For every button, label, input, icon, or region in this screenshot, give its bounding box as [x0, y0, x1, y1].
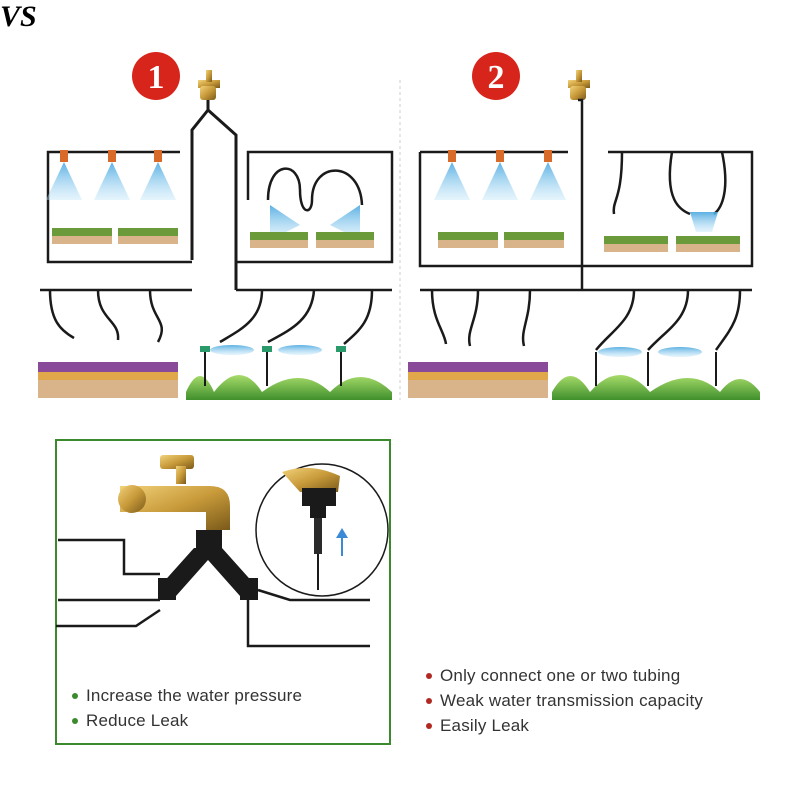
brass-faucet-icon: [198, 70, 220, 100]
vs-label: VS: [0, 0, 37, 33]
drawback-item: Easily Leak: [424, 713, 703, 738]
drawbacks-list: Only connect one or two tubing Weak wate…: [424, 663, 703, 738]
svg-text:1: 1: [148, 59, 165, 96]
flower-pot-icon: [408, 362, 548, 398]
lawn-sprinkler-icon: [186, 345, 392, 400]
vs-leaf-icon: VS: [0, 0, 37, 33]
badge-1: 1: [132, 52, 180, 100]
detail-inset-circle: [255, 463, 389, 597]
benefits-list: Increase the water pressure Reduce Leak: [70, 683, 302, 733]
tubing-left-upper: [46, 150, 192, 264]
drawback-item: Only connect one or two tubing: [424, 663, 703, 688]
scenario-1: 1: [38, 52, 548, 400]
svg-text:2: 2: [488, 59, 505, 96]
brass-faucet-icon: [568, 70, 590, 100]
badge-2: 2: [472, 52, 520, 100]
left-panel: [55, 439, 391, 745]
benefit-item: Reduce Leak: [70, 708, 302, 733]
drawback-item: Weak water transmission capacity: [424, 688, 703, 713]
tubing-upper-2: [418, 150, 754, 268]
arrow-up-icon: [336, 528, 348, 556]
lawn-sprinkler-icon: [552, 347, 760, 400]
y-splitter-icon: [190, 100, 238, 290]
brass-faucet-icon: [118, 455, 230, 530]
flower-pot-icon: [38, 228, 374, 398]
single-tubing: [578, 98, 584, 270]
tubing-right-upper: [236, 150, 394, 264]
scenario-2: 2: [418, 52, 760, 400]
y-splitter-icon: [158, 530, 258, 600]
mist-nozzles-1: [46, 150, 360, 240]
benefit-item: Increase the water pressure: [70, 683, 302, 708]
flower-pot-icon: [438, 232, 740, 252]
mist-nozzles-2: [434, 150, 718, 232]
